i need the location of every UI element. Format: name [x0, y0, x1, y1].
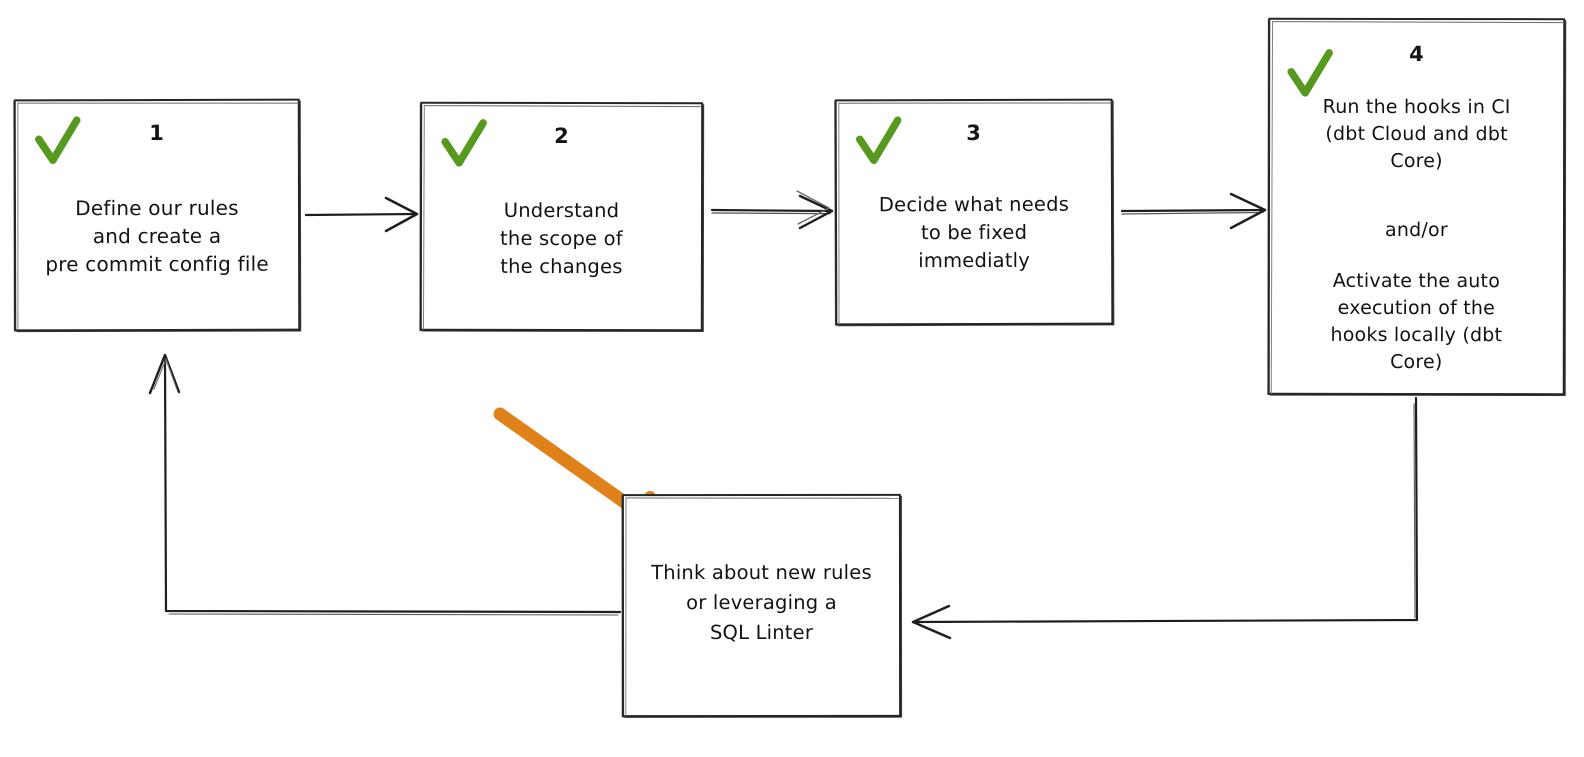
green-check-icon: [441, 119, 487, 167]
node-3-number: 3: [966, 120, 982, 146]
edge-node3-to-node4: [1120, 192, 1267, 230]
flow-node-3[interactable]: 3 Decide what needs to be fixed immediat…: [834, 98, 1114, 326]
edge-node2-to-node3: [710, 190, 834, 230]
flow-node-1[interactable]: 1 Define our rules and create a pre comm…: [13, 98, 301, 332]
green-check-icon: [35, 116, 81, 164]
flow-node-2[interactable]: 2 Understand the scope of the changes: [419, 101, 704, 332]
node-3-text: Decide what needs to be fixed immediatly: [878, 192, 1070, 273]
flow-node-5[interactable]: Think about new rules or leveraging a SQ…: [621, 493, 902, 718]
edge-node5-to-node1: [148, 353, 622, 616]
node-2-text: Understand the scope of the changes: [500, 198, 623, 279]
node-5-text: Think about new rules or leveraging a SQ…: [651, 560, 872, 645]
node-2-number: 2: [554, 123, 570, 149]
green-check-icon: [1287, 49, 1333, 97]
flow-node-4[interactable]: 4 Run the hooks in CI (dbt Cloud and dbt…: [1267, 17, 1566, 396]
edge-node1-to-node2: [304, 196, 419, 233]
node-4-number: 4: [1409, 41, 1425, 67]
node-4-text-local: Activate the auto execution of the hooks…: [1330, 269, 1503, 374]
node-4-text-ci: Run the hooks in CI (dbt Cloud and dbt C…: [1322, 95, 1511, 173]
node-1-text: Define our rules and create a pre commit…: [45, 195, 269, 277]
green-check-icon: [856, 116, 902, 165]
edge-node4-to-node5: [911, 396, 1419, 640]
node-4-text-andor: and/or: [1385, 218, 1448, 242]
node-1-number: 1: [149, 120, 165, 146]
